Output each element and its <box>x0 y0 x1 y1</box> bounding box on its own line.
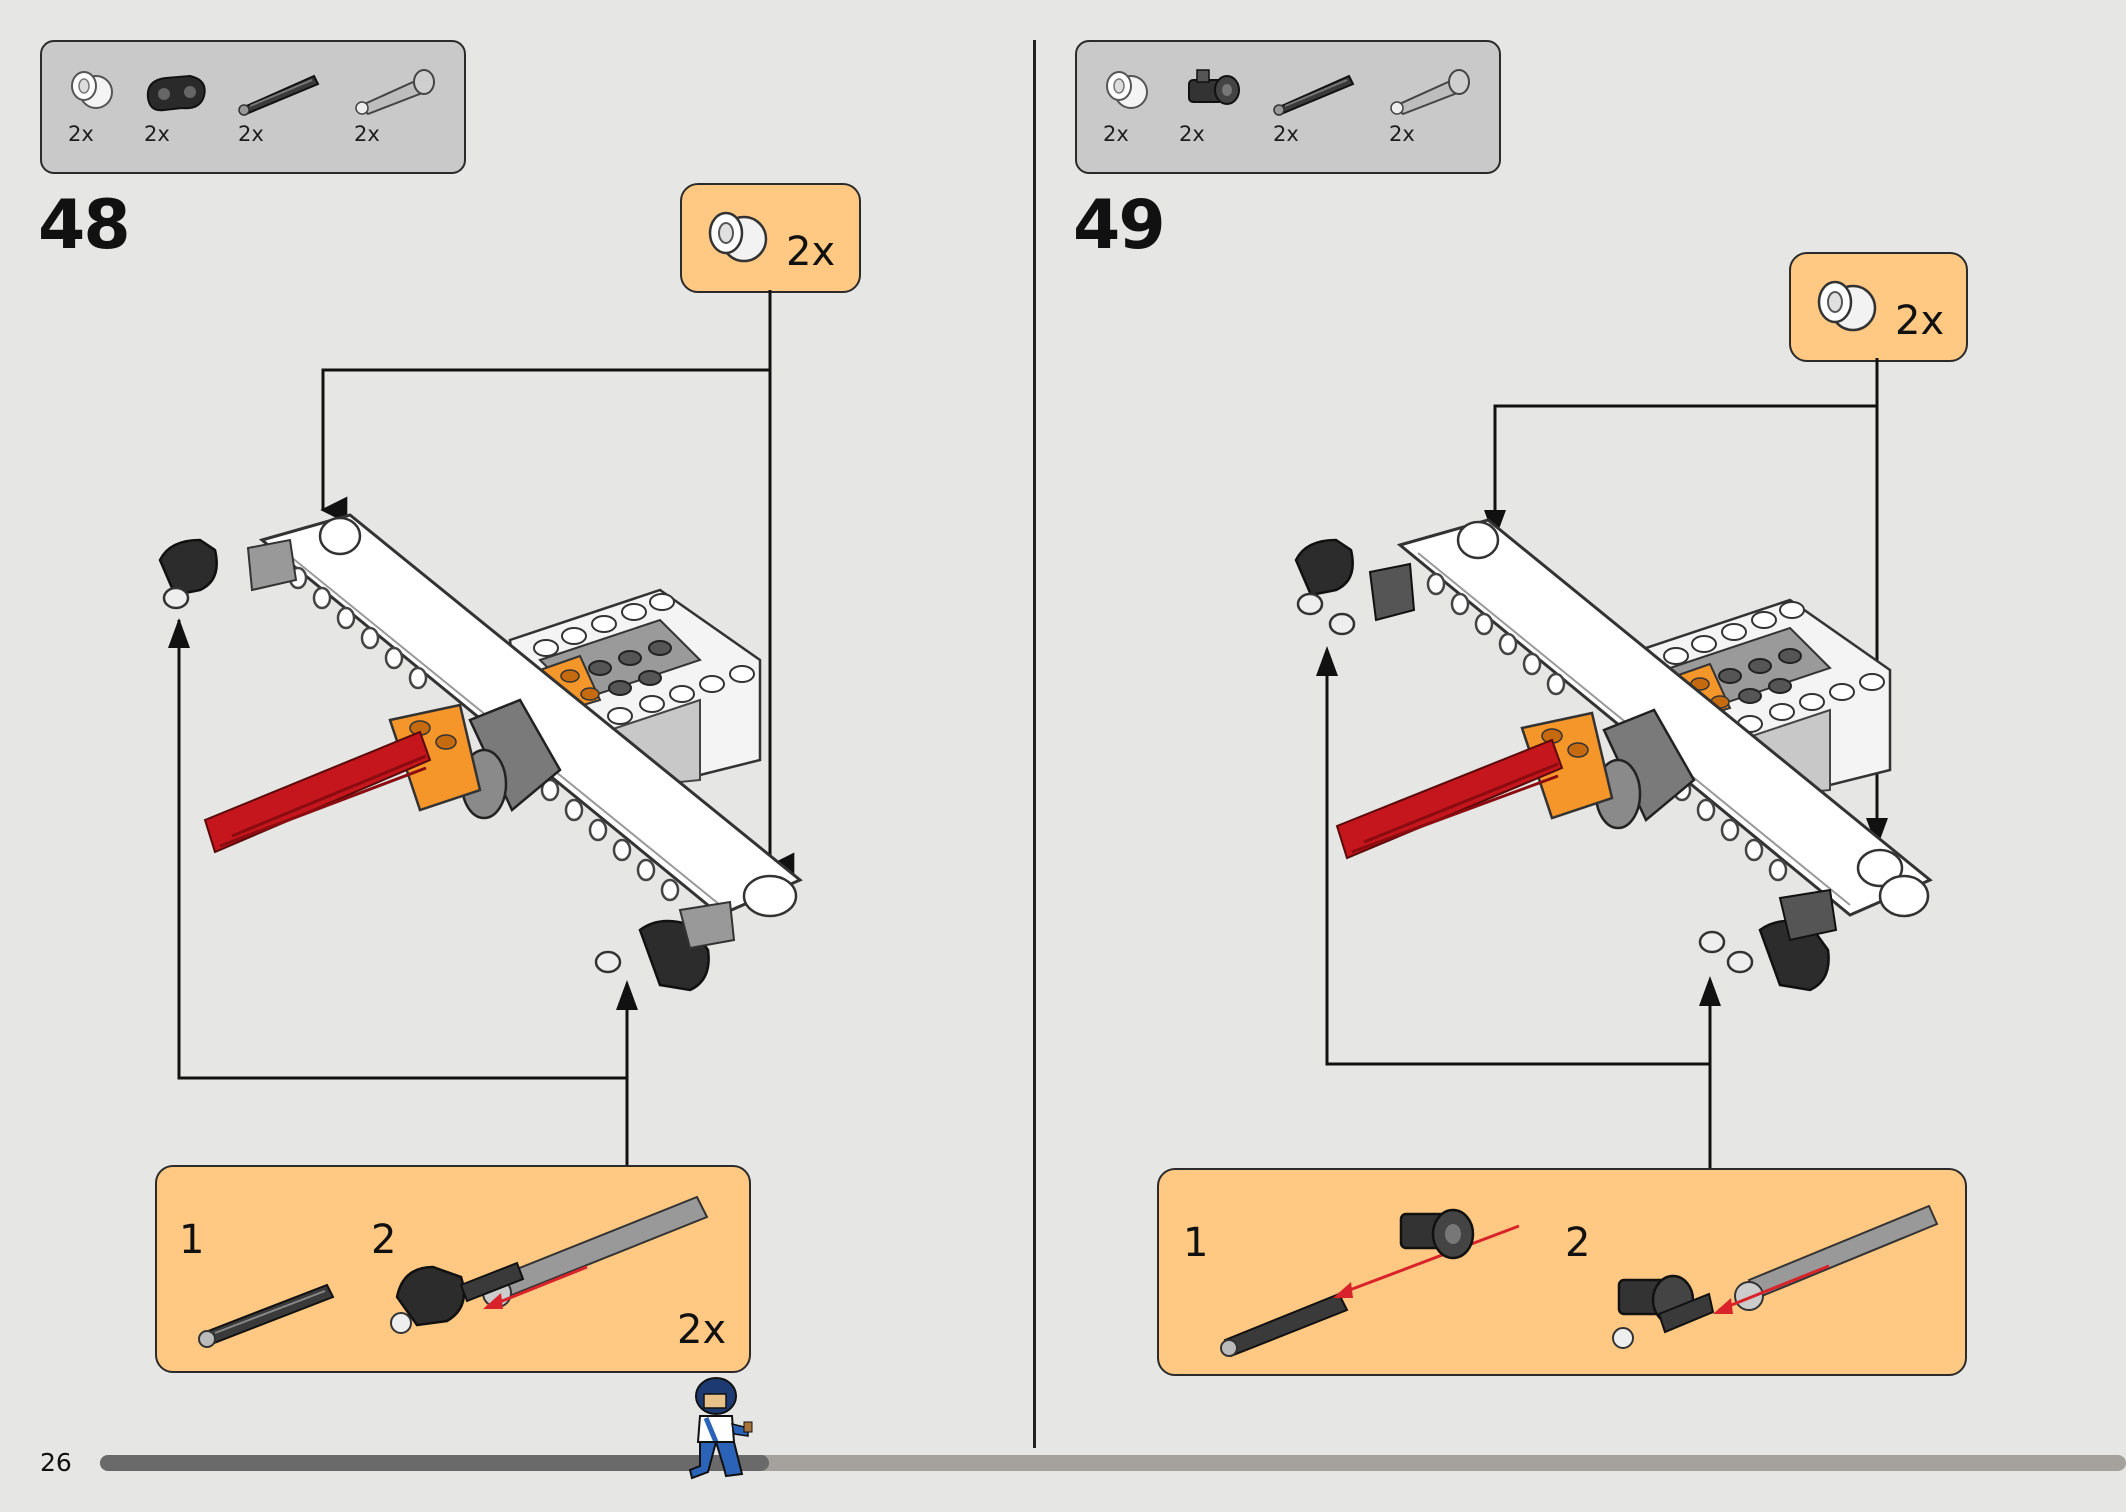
page-number: 26 <box>40 1448 72 1477</box>
axle-icon <box>1273 74 1355 116</box>
callout-bush: 2x <box>1789 252 1968 362</box>
callout-qty: 2x <box>786 229 836 275</box>
model-step-48 <box>158 290 803 1165</box>
minifigure-icon <box>688 1377 753 1480</box>
axle-icon <box>198 1283 335 1348</box>
sub-assembly-qty: 2x <box>677 1307 727 1353</box>
progress-fill <box>100 1455 769 1471</box>
part-qty: 2x <box>1179 122 1205 146</box>
axle-icon <box>238 74 320 116</box>
progress-bar <box>100 1455 2126 1471</box>
parts-list-step-48: 2x 2x 2x 2x <box>40 40 466 174</box>
connector-axle-pin-assembly <box>390 1195 709 1334</box>
end-connector-bottom <box>594 900 736 992</box>
bush-icon <box>1106 71 1148 109</box>
insertion-arrow <box>1718 1264 1830 1312</box>
connector-icon <box>146 74 206 112</box>
callout-qty: 2x <box>1895 298 1945 344</box>
insertion-arrow <box>1338 1224 1520 1296</box>
assembly-line <box>1325 670 1712 1168</box>
sub-step-number: 2 <box>371 1217 397 1263</box>
sub-assembly-step-48: 1 2 2x <box>155 1165 751 1373</box>
part-qty: 2x <box>1389 122 1415 146</box>
page-divider <box>1033 40 1036 1448</box>
bush-icon <box>1817 280 1877 332</box>
part-qty: 2x <box>1273 122 1299 146</box>
axle-connector-assembly <box>1220 1208 1520 1358</box>
sub-step-number: 2 <box>1565 1220 1591 1266</box>
part-qty: 2x <box>354 122 380 146</box>
end-connector-bottom <box>1698 888 1838 992</box>
bush-icon <box>71 71 113 109</box>
connector-pin-assembly <box>1612 1204 1939 1349</box>
cross-connector-icon <box>1188 69 1240 105</box>
sub-step-number: 1 <box>179 1217 205 1263</box>
end-connector-top <box>1294 538 1416 636</box>
part-qty: 2x <box>144 122 170 146</box>
part-qty: 2x <box>68 122 94 146</box>
insertion-arrow <box>486 1265 588 1309</box>
assembly-line <box>320 290 772 524</box>
sub-step-number: 1 <box>1183 1220 1209 1266</box>
pin-icon <box>355 69 435 116</box>
step-number: 49 <box>1073 186 1166 265</box>
part-qty: 2x <box>1103 122 1129 146</box>
end-connector-top <box>158 538 298 610</box>
bush-icon <box>708 211 768 263</box>
step-number: 48 <box>38 186 131 265</box>
assembly-line <box>177 620 629 1165</box>
model-step-49 <box>1294 358 1933 1168</box>
parts-list-step-49: 2x 2x 2x 2x <box>1075 40 1501 174</box>
assembly-line <box>1493 358 1879 520</box>
pin-icon <box>1390 69 1470 116</box>
sub-assembly-step-49: 1 2 <box>1157 1168 1967 1376</box>
part-qty: 2x <box>238 122 264 146</box>
